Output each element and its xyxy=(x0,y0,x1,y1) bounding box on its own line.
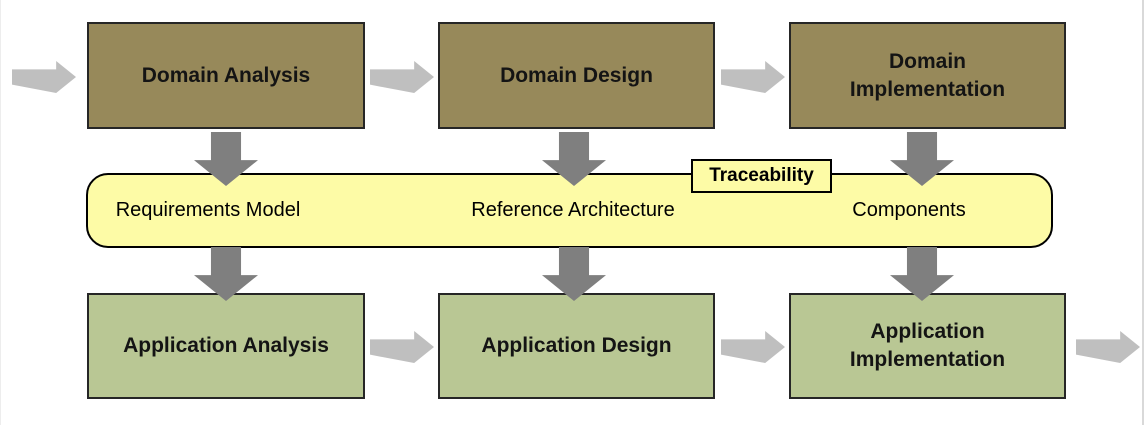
arrow-domain-design-to-implementation-icon xyxy=(721,61,785,93)
box-label: Domain Implementation xyxy=(849,49,1006,101)
box-application-design: Application Design xyxy=(438,293,715,399)
box-domain-implementation: Domain Implementation xyxy=(789,22,1066,129)
traceability-band: Requirements Model Reference Architectur… xyxy=(86,173,1053,248)
band-item-reference-architecture: Reference Architecture xyxy=(471,199,675,221)
box-label: Application Analysis xyxy=(123,334,329,358)
box-domain-design: Domain Design xyxy=(438,22,715,129)
page-edge-left xyxy=(0,0,1,425)
box-label: Application Design xyxy=(481,334,672,358)
page-edge-right xyxy=(1142,0,1144,425)
box-application-analysis: Application Analysis xyxy=(87,293,365,399)
flow-exit-arrow-icon xyxy=(1076,331,1140,363)
band-item-requirements-model: Requirements Model xyxy=(115,199,301,221)
arrow-application-analysis-to-design-icon xyxy=(370,331,434,363)
arrow-application-design-to-implementation-icon xyxy=(721,331,785,363)
box-label: Domain Design xyxy=(500,63,653,87)
flow-entry-arrow-icon xyxy=(12,61,76,93)
box-application-implementation: Application Implementation xyxy=(789,293,1066,399)
traceability-tag: Traceability xyxy=(691,159,832,193)
box-label: Application Implementation xyxy=(849,320,1006,371)
box-label: Domain Analysis xyxy=(141,63,311,87)
band-item-components: Components xyxy=(852,199,966,221)
box-domain-analysis: Domain Analysis xyxy=(87,22,365,129)
arrow-domain-analysis-to-design-icon xyxy=(370,61,434,93)
